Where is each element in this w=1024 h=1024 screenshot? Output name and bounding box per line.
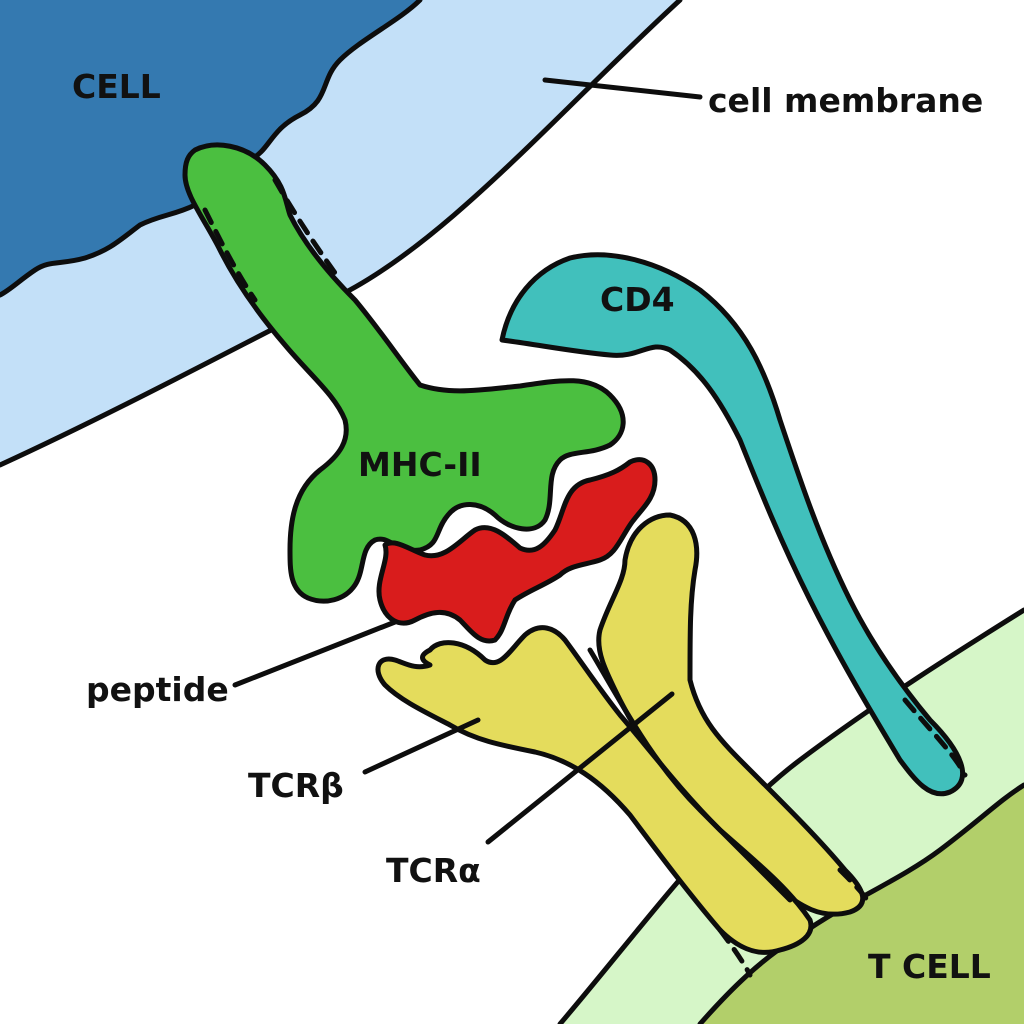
tcr-chain-divider [587, 647, 793, 903]
peptide-leader [232, 619, 398, 688]
t-cell-interior-edge [697, 782, 1024, 1024]
cd4-molecule [499, 252, 966, 797]
tcr-beta-leader [362, 717, 481, 775]
label-cell: CELL [72, 67, 161, 106]
label-tcr-beta: TCRβ [248, 766, 344, 805]
mhc-membrane-crossing-dashes [202, 207, 258, 303]
tcr-membrane-crossing-dashes [717, 927, 753, 978]
tcr-alpha-leader [485, 691, 675, 845]
peptide [376, 457, 658, 644]
tcr-membrane-crossing-dashes-right [837, 867, 873, 908]
label-peptide: peptide [86, 670, 229, 709]
tcr-beta-chain [375, 625, 814, 955]
label-t-cell: T CELL [868, 947, 991, 986]
mhc-membrane-crossing-dashes-right [272, 177, 343, 283]
mhc-ii-molecule [182, 142, 626, 604]
t-cell-membrane-outer-edge [557, 607, 1024, 1024]
cell-membrane-leader [542, 77, 703, 100]
cd4-membrane-crossing-dashes [902, 697, 968, 778]
label-cd4: CD4 [600, 280, 675, 319]
label-mhc-ii: MHC-II [358, 445, 482, 484]
label-tcr-alpha: TCRα [386, 851, 481, 890]
label-cell-membrane: cell membrane [708, 81, 983, 120]
